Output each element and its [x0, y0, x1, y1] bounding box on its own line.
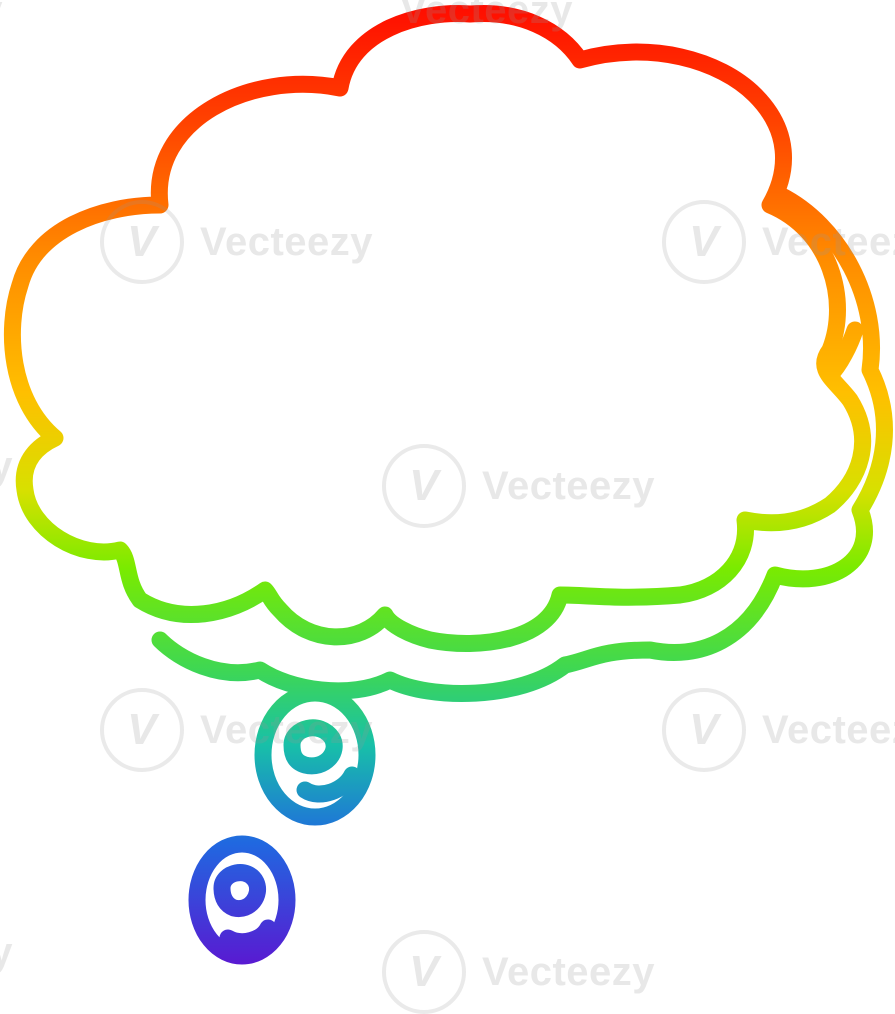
thought-bubble-small-inner — [213, 864, 266, 918]
thought-bubble-large-highlight — [296, 766, 361, 803]
thought-bubble-small-highlight — [219, 919, 277, 951]
thought-bubble-large-inner — [283, 719, 343, 775]
thought-bubble-small — [188, 835, 296, 965]
thought-bubble-illustration — [3, 4, 893, 965]
cloud-shadow-seam — [821, 321, 864, 384]
cloud-outline — [3, 4, 872, 653]
cloud-shadow-outline — [151, 186, 893, 703]
thought-bubble-large — [254, 684, 376, 826]
